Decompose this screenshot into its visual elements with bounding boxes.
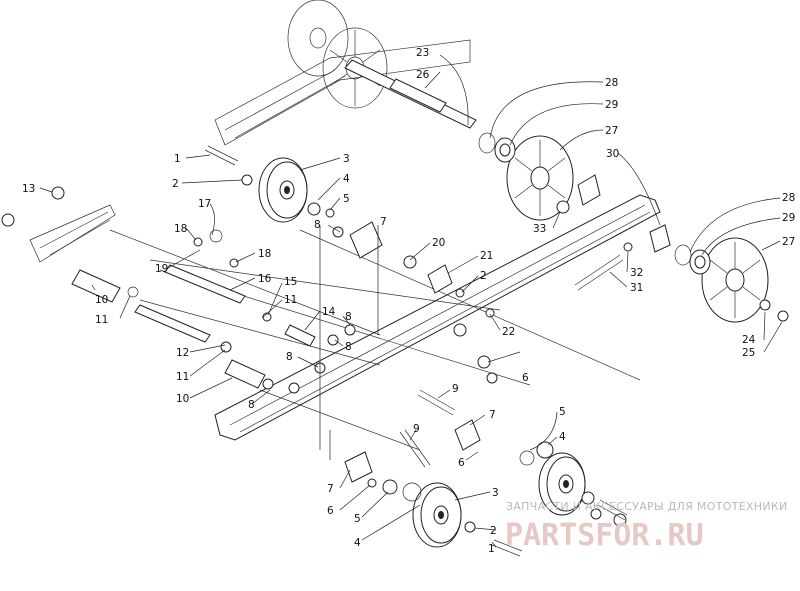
retaining-ring-28-lower (674, 244, 692, 266)
callout-24: 24 (742, 334, 756, 346)
callout-8-middle: 8 (345, 341, 352, 353)
bearing-29-lower (689, 249, 711, 275)
callout-12: 12 (176, 347, 189, 359)
shaft-12 (134, 304, 211, 343)
bracket-7-lower (344, 451, 373, 483)
rear-idler-wheel-upper-left (287, 0, 349, 77)
rear-wheel-27-lower (701, 237, 769, 323)
callout-1-lower: 1 (488, 543, 495, 555)
bolts (204, 145, 628, 557)
retaining-ring-28-upper (478, 132, 496, 154)
callout-8-right: 8 (345, 311, 352, 323)
callout-9-lower: 9 (413, 423, 420, 435)
tube-10-lower (224, 359, 266, 389)
callout-6-middle: 6 (458, 457, 465, 469)
callout-9-upper: 9 (452, 383, 459, 395)
watermark-logo: PARTSFOR.RU (505, 518, 704, 553)
callout-32: 32 (630, 267, 643, 279)
callout-7-upper: 7 (380, 216, 387, 228)
callout-18-right: 18 (258, 248, 271, 260)
callout-4-lower: 4 (354, 537, 361, 549)
callout-27-lower: 27 (782, 236, 795, 248)
callout-13: 13 (22, 183, 35, 195)
adjuster-bolt-31 (574, 254, 624, 291)
callout-21: 21 (480, 250, 493, 262)
leader-lines (39, 54, 783, 548)
rear-axle (344, 59, 477, 129)
callout-11-middle: 11 (284, 294, 297, 306)
callout-17: 17 (198, 198, 211, 210)
callout-5-lower: 5 (354, 513, 361, 525)
callout-8-bottom: 8 (248, 399, 255, 411)
callout-2-lower: 2 (490, 525, 497, 537)
callout-25: 25 (742, 347, 755, 359)
callout-15: 15 (284, 276, 297, 288)
callout-18-left: 18 (174, 223, 187, 235)
callout-33: 33 (533, 223, 546, 235)
watermark: ЗАПЧАСТИ И АКСЕССУАРЫ ДЛЯ МОТОТЕХНИКИ PA… (505, 500, 788, 553)
callout-8-lower: 8 (286, 351, 293, 363)
callout-10-upper: 10 (95, 294, 108, 306)
spacer-30-upper (577, 174, 601, 206)
callout-6-lower: 6 (327, 505, 334, 517)
callout-20: 20 (432, 237, 445, 249)
slide-rail-right (214, 194, 661, 441)
callout-22: 22 (502, 326, 515, 338)
bracket-7-upper (349, 221, 383, 259)
callout-3-lower: 3 (492, 487, 499, 499)
callout-29-lower: 29 (782, 212, 795, 224)
callout-2-upper: 2 (172, 178, 179, 190)
tube-10-upper (71, 269, 121, 303)
rear-rail-upper (214, 39, 471, 146)
callout-1-upper: 1 (174, 153, 181, 165)
callout-14: 14 (322, 306, 336, 318)
callout-7-middle: 7 (489, 409, 496, 421)
callout-5-upper: 5 (343, 193, 350, 205)
shaft-16 (164, 264, 246, 304)
callout-7-lower: 7 (327, 483, 334, 495)
spacer-14 (284, 324, 316, 347)
callout-16: 16 (258, 273, 272, 285)
callout-10-lower: 10 (176, 393, 189, 405)
callout-23: 23 (416, 47, 429, 59)
callout-4-upper: 4 (343, 173, 350, 185)
watermark-tagline: ЗАПЧАСТИ И АКСЕССУАРЫ ДЛЯ МОТОТЕХНИКИ (506, 500, 788, 513)
callout-labels: 23 26 28 29 27 30 33 28 29 27 32 31 24 2… (22, 47, 795, 555)
bearing-29-upper (494, 137, 516, 163)
callout-8-upper: 8 (314, 219, 321, 231)
callout-11-lower: 11 (176, 371, 189, 383)
idler-wheel-lower-right (538, 452, 586, 516)
rear-wheel-27-upper (506, 135, 574, 221)
callout-6-upper: 6 (522, 372, 529, 384)
callout-29-upper: 29 (605, 99, 618, 111)
callout-2-middle: 2 (480, 270, 487, 282)
bracket-7-middle (454, 419, 481, 451)
idler-wheel-lower-left (412, 482, 462, 548)
callout-28-lower: 28 (782, 192, 795, 204)
spacer-30-lower (649, 224, 671, 253)
callout-26: 26 (416, 69, 430, 81)
slide-rail-left (29, 204, 116, 263)
callout-27-upper: 27 (605, 125, 618, 137)
callout-4-middle: 4 (559, 431, 566, 443)
callout-28-upper: 28 (605, 77, 618, 89)
callout-3-upper: 3 (343, 153, 350, 165)
callout-11-upper: 11 (95, 314, 108, 326)
idler-wheel-upper (258, 157, 308, 223)
callout-5-middle: 5 (559, 406, 566, 418)
callout-31: 31 (630, 282, 643, 294)
callout-19: 19 (155, 263, 168, 275)
callout-30: 30 (606, 148, 619, 160)
